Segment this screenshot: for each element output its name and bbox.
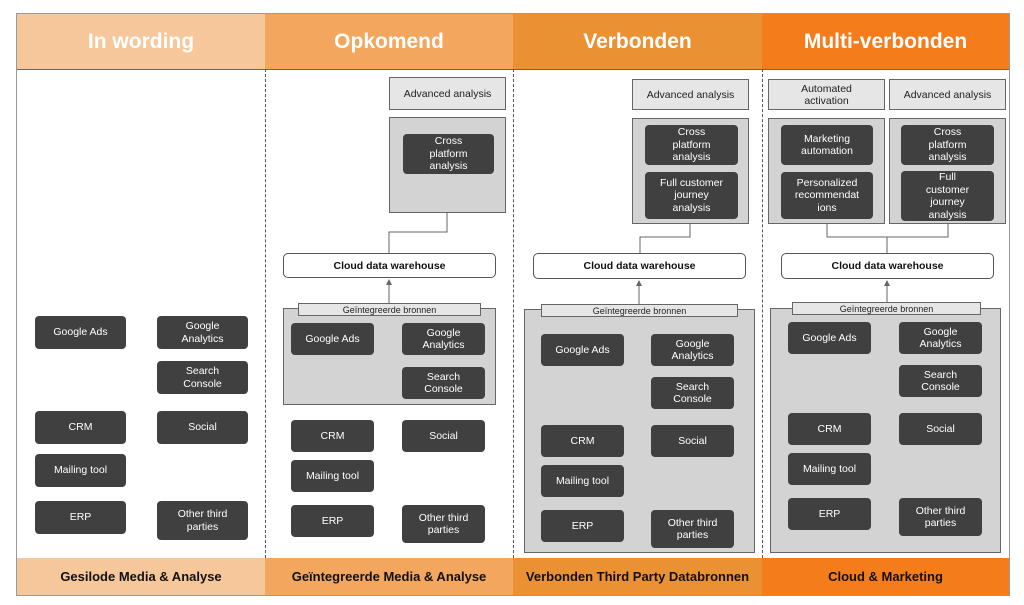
integrated-sources-label: Geïntegreerde bronnen [298,303,481,316]
node-search-console: Search Console [402,367,485,399]
node-other-third-parties: Other third parties [651,510,734,548]
node-crm: CRM [291,420,374,452]
node-marketing-automation: Marketing automation [781,125,873,165]
cloud-data-warehouse: Cloud data warehouse [533,253,746,279]
node-erp: ERP [35,501,126,534]
automated-activation-label: Automated activation [768,79,885,110]
node-other-third-parties: Other third parties [899,498,982,536]
node-cross-platform-analysis: Cross platform analysis [645,125,738,165]
node-google-ads: Google Ads [291,323,374,355]
cloud-data-warehouse: Cloud data warehouse [781,253,994,279]
cloud-data-warehouse: Cloud data warehouse [283,253,496,278]
node-erp: ERP [291,505,374,537]
node-other-third-parties: Other third parties [157,501,248,540]
node-cross-platform-analysis: Cross platform analysis [403,134,494,174]
node-mailing-tool: Mailing tool [35,454,126,487]
diagram-frame [16,13,1010,596]
node-google-analytics: Google Analytics [899,322,982,354]
node-social: Social [157,411,248,444]
node-other-third-parties: Other third parties [402,505,485,543]
node-google-ads: Google Ads [788,322,871,354]
header-in-wording: In wording [17,14,265,69]
node-crm: CRM [541,425,624,457]
node-erp: ERP [788,498,871,530]
node-full-customer-journey-analysis: Full customer journey analysis [901,171,994,221]
node-search-console: Search Console [157,361,248,394]
integrated-sources-label: Geïntegreerde bronnen [541,304,738,317]
integrated-sources-label: Geïntegreerde bronnen [792,302,981,315]
node-social: Social [651,425,734,457]
node-search-console: Search Console [651,377,734,409]
node-social: Social [899,413,982,445]
node-social: Social [402,420,485,452]
column-separator [513,69,514,558]
node-mailing-tool: Mailing tool [541,465,624,497]
node-crm: CRM [788,413,871,445]
node-google-analytics: Google Analytics [157,316,248,349]
node-cross-platform-analysis: Cross platform analysis [901,125,994,165]
node-google-analytics: Google Analytics [651,334,734,366]
header-multi-verbonden: Multi-verbonden [762,14,1009,69]
column-separator [265,69,266,558]
node-personalized-recommendations: Personalized recommendat ions [781,172,873,219]
node-google-ads: Google Ads [35,316,126,349]
node-search-console: Search Console [899,365,982,397]
header-verbonden: Verbonden [513,14,762,69]
footer-opkomend: Geïntegreerde Media & Analyse [265,558,513,595]
column-separator [762,69,763,558]
advanced-analysis-label: Advanced analysis [889,79,1006,110]
node-google-analytics: Google Analytics [402,323,485,355]
node-mailing-tool: Mailing tool [291,460,374,492]
node-mailing-tool: Mailing tool [788,453,871,485]
node-erp: ERP [541,510,624,542]
header-opkomend: Opkomend [265,14,513,69]
footer-multi-verbonden: Cloud & Marketing [762,558,1009,595]
node-google-ads: Google Ads [541,334,624,366]
advanced-analysis-label: Advanced analysis [389,77,506,110]
footer-verbonden: Verbonden Third Party Databronnen [513,558,762,595]
footer-in-wording: Gesilode Media & Analyse [17,558,265,595]
advanced-analysis-label: Advanced analysis [632,79,749,110]
node-crm: CRM [35,411,126,444]
node-full-customer-journey-analysis: Full customer journey analysis [645,172,738,219]
